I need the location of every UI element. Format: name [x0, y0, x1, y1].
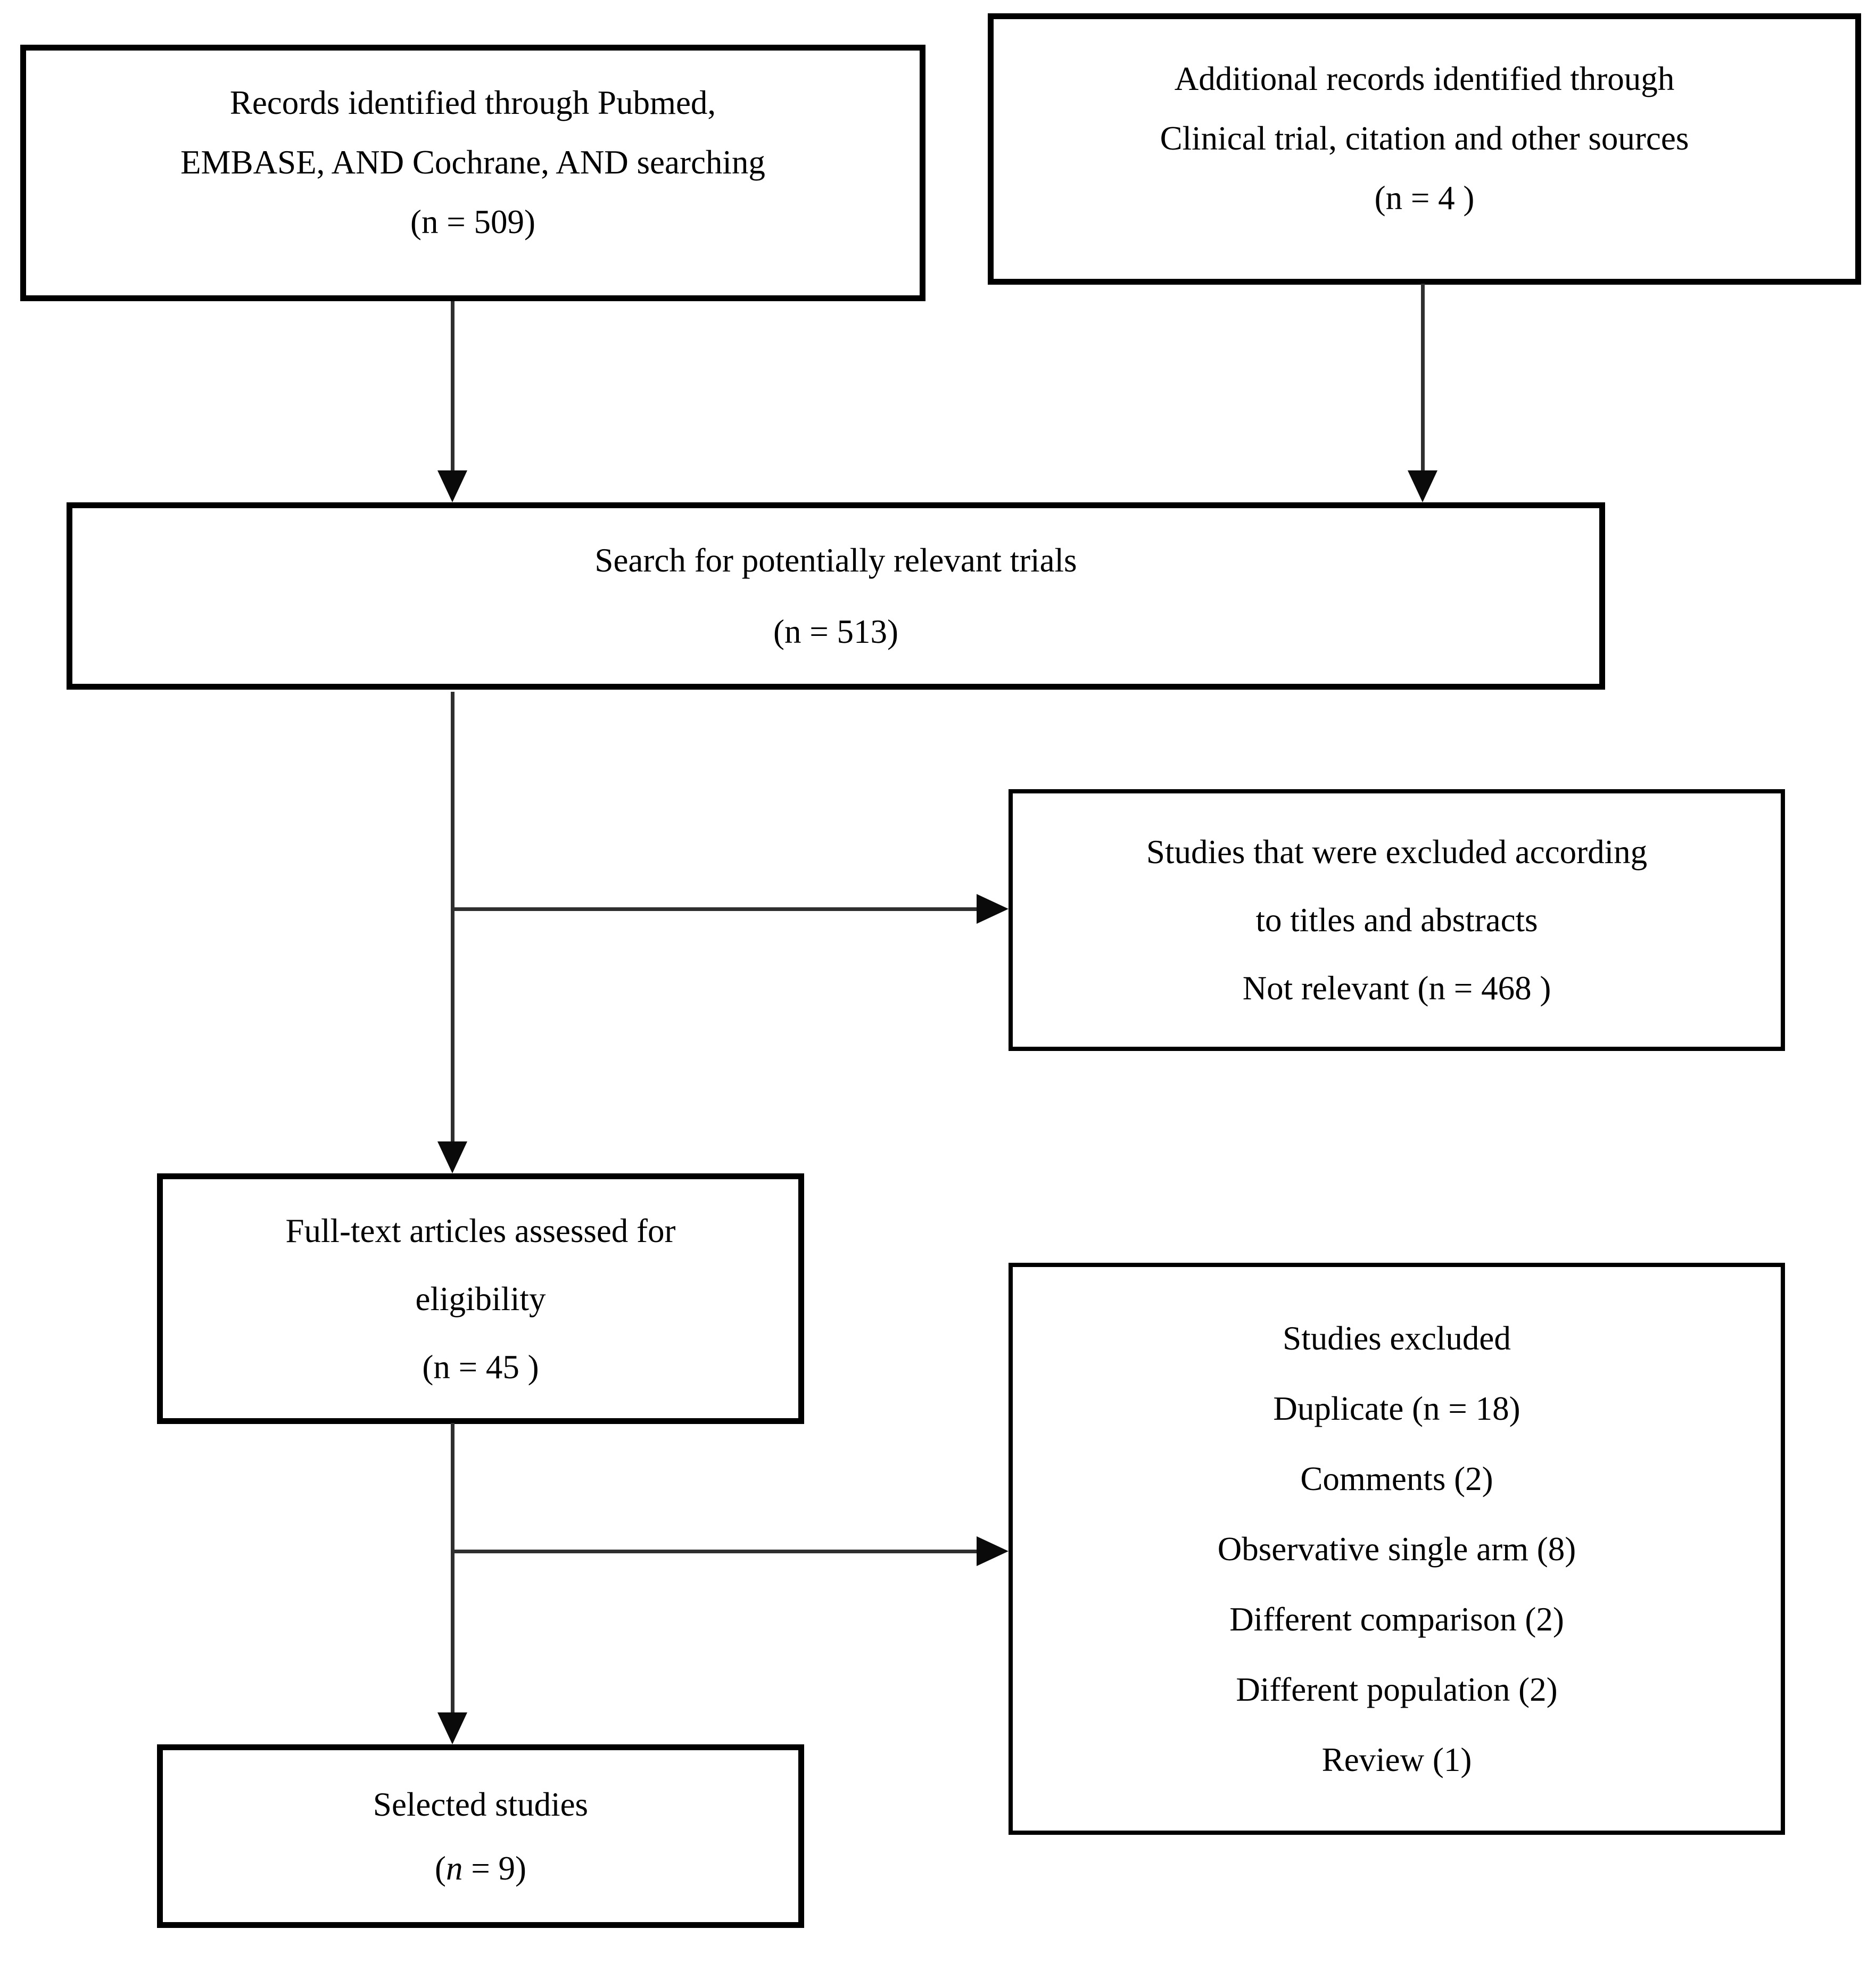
- box-excluded-titles-abstracts: Studies that were excluded according to …: [1009, 789, 1785, 1051]
- box-studies-excluded-title: Studies excluded: [1283, 1319, 1511, 1357]
- box-studies-excluded-comparison: Different comparison (2): [1229, 1600, 1564, 1638]
- box-records-line-2: EMBASE, AND Cochrane, AND searching: [180, 144, 765, 181]
- box-fulltext-count: (n = 45 ): [422, 1348, 539, 1386]
- arrowhead-right-to-studies-excluded: [977, 1536, 1009, 1566]
- box-studies-excluded-duplicate: Duplicate (n = 18): [1273, 1389, 1520, 1427]
- box-studies-excluded-observative: Observative single arm (8): [1217, 1530, 1576, 1568]
- box-selected-studies: Selected studies (n = 9): [157, 1744, 804, 1928]
- box-selected-title: Selected studies: [373, 1785, 589, 1823]
- box-records-count: (n = 509): [410, 203, 535, 241]
- arrowhead-down-additional-to-search: [1408, 470, 1437, 502]
- box-selected-count: (n = 9): [435, 1836, 526, 1900]
- arrowhead-right-to-excluded-screening: [977, 894, 1009, 924]
- arrowhead-down-search-to-fulltext: [437, 1141, 467, 1173]
- selected-count-suffix: = 9): [462, 1849, 526, 1887]
- box-additional-line-2: Clinical trial, citation and other sourc…: [1160, 120, 1689, 157]
- box-fulltext-line-1: Full-text articles assessed for: [285, 1212, 676, 1249]
- box-search-relevant-trials: Search for potentially relevant trials (…: [67, 502, 1605, 690]
- box-search-count: (n = 513): [773, 613, 898, 650]
- box-studies-excluded-population: Different population (2): [1236, 1670, 1558, 1708]
- arrowhead-down-fulltext-to-selected: [437, 1712, 467, 1744]
- box-excluded-screening-line-2: to titles and abstracts: [1255, 901, 1538, 939]
- box-records-identified: Records identified through Pubmed, EMBAS…: [20, 45, 925, 301]
- box-additional-count: (n = 4 ): [1374, 179, 1475, 217]
- box-excluded-screening-line-1: Studies that were excluded according: [1146, 833, 1648, 871]
- box-studies-excluded-reasons: Studies excluded Duplicate (n = 18) Comm…: [1009, 1263, 1785, 1835]
- box-studies-excluded-comments: Comments (2): [1300, 1460, 1493, 1497]
- connector-records-to-search: [451, 301, 454, 473]
- box-excluded-screening-count: Not relevant (n = 468 ): [1242, 970, 1551, 1007]
- box-additional-records: Additional records identified through Cl…: [988, 13, 1861, 285]
- selected-count-prefix: (: [435, 1849, 446, 1887]
- arrowhead-down-records-to-search: [437, 470, 467, 502]
- connector-branch-to-excluded-screening: [452, 907, 979, 911]
- box-records-line-1: Records identified through Pubmed,: [229, 84, 716, 121]
- connector-branch-to-studies-excluded: [452, 1550, 979, 1553]
- box-fulltext-line-2: eligibility: [415, 1280, 546, 1318]
- box-studies-excluded-review: Review (1): [1321, 1741, 1472, 1778]
- connector-search-to-fulltext: [451, 692, 454, 1143]
- selected-count-n: n: [445, 1849, 463, 1887]
- box-additional-line-1: Additional records identified through: [1174, 60, 1675, 97]
- box-fulltext-assessed: Full-text articles assessed for eligibil…: [157, 1173, 804, 1424]
- box-search-line-1: Search for potentially relevant trials: [594, 542, 1077, 579]
- connector-fulltext-to-selected: [451, 1423, 454, 1715]
- connector-additional-to-search: [1421, 284, 1425, 473]
